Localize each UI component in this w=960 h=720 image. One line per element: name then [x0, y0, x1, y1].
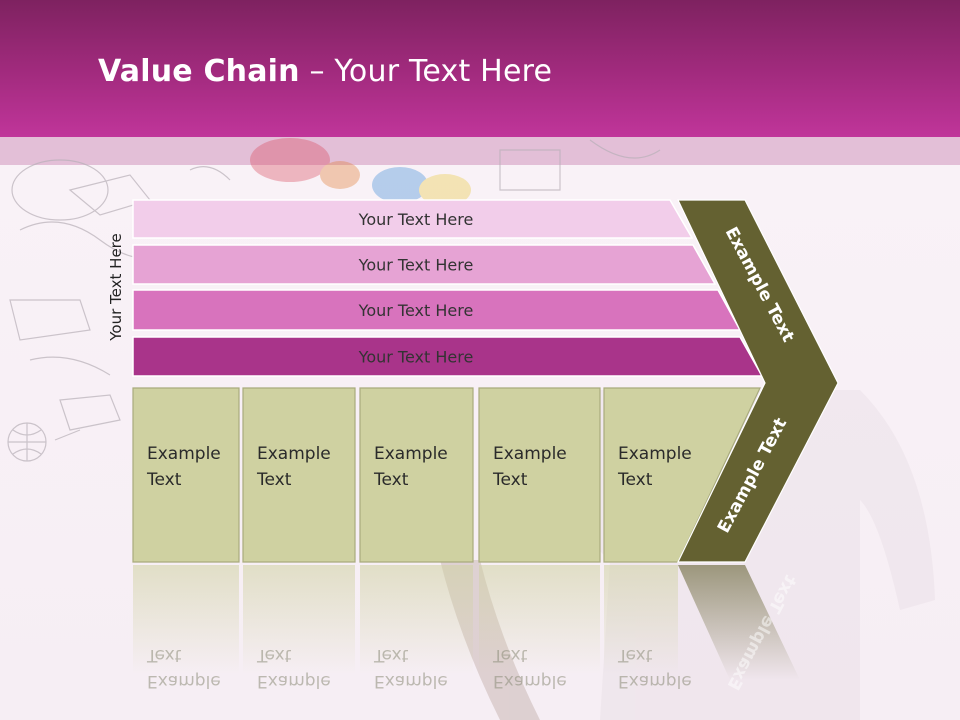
- activity-box-line1-reflection: Example: [257, 671, 331, 691]
- activity-box-line2-reflection: Text: [146, 645, 182, 665]
- activity-box-line2-reflection: Text: [617, 645, 653, 665]
- title-bold: Value Chain: [98, 54, 300, 89]
- activity-box-reflection: [133, 565, 239, 675]
- chevron-reflection: [678, 565, 800, 680]
- activity-box-line1-reflection: Example: [618, 671, 692, 691]
- activity-box-reflection: [604, 565, 678, 675]
- activity-box: [359, 387, 474, 563]
- activity-box-line2-reflection: Text: [373, 645, 409, 665]
- activity-box-line2: Text: [256, 470, 292, 490]
- margin-chevron-shape: [677, 199, 839, 563]
- activity-box-line2: Text: [146, 470, 182, 490]
- support-row: [132, 199, 694, 239]
- activity-box-line2: Text: [373, 470, 409, 490]
- activity-box: [242, 387, 356, 563]
- activity-box-line1: Example: [618, 444, 692, 464]
- support-row-label: Your Text Here: [358, 301, 474, 320]
- slide-title: Value Chain – Your Text Here: [98, 54, 552, 89]
- activity-box-reflection: [243, 565, 355, 675]
- activity-box-reflection: [360, 565, 473, 675]
- activity-box-line1-reflection: Example: [374, 671, 448, 691]
- title-bar: [0, 0, 960, 137]
- activity-box: [132, 387, 240, 563]
- activity-box-line1-reflection: Example: [493, 671, 567, 691]
- activity-box-line2-reflection: Text: [492, 645, 528, 665]
- support-row-label: Your Text Here: [358, 348, 474, 367]
- activity-box-reflection: [479, 565, 600, 675]
- support-row: [132, 244, 717, 285]
- activity-box-line1: Example: [147, 444, 221, 464]
- title-rest: – Your Text Here: [299, 54, 553, 89]
- activity-box-line2: Text: [617, 470, 653, 490]
- activity-box-line1: Example: [493, 444, 567, 464]
- activity-box: [478, 387, 601, 563]
- activity-box-line2: Text: [492, 470, 528, 490]
- support-row-label: Your Text Here: [358, 256, 474, 275]
- activity-box-line2-reflection: Text: [256, 645, 292, 665]
- header-band: [0, 137, 960, 165]
- activity-box-line1: Example: [257, 444, 331, 464]
- activity-box-line1: Example: [374, 444, 448, 464]
- support-row-label: Your Text Here: [358, 210, 474, 229]
- activity-box-line1-reflection: Example: [147, 671, 221, 691]
